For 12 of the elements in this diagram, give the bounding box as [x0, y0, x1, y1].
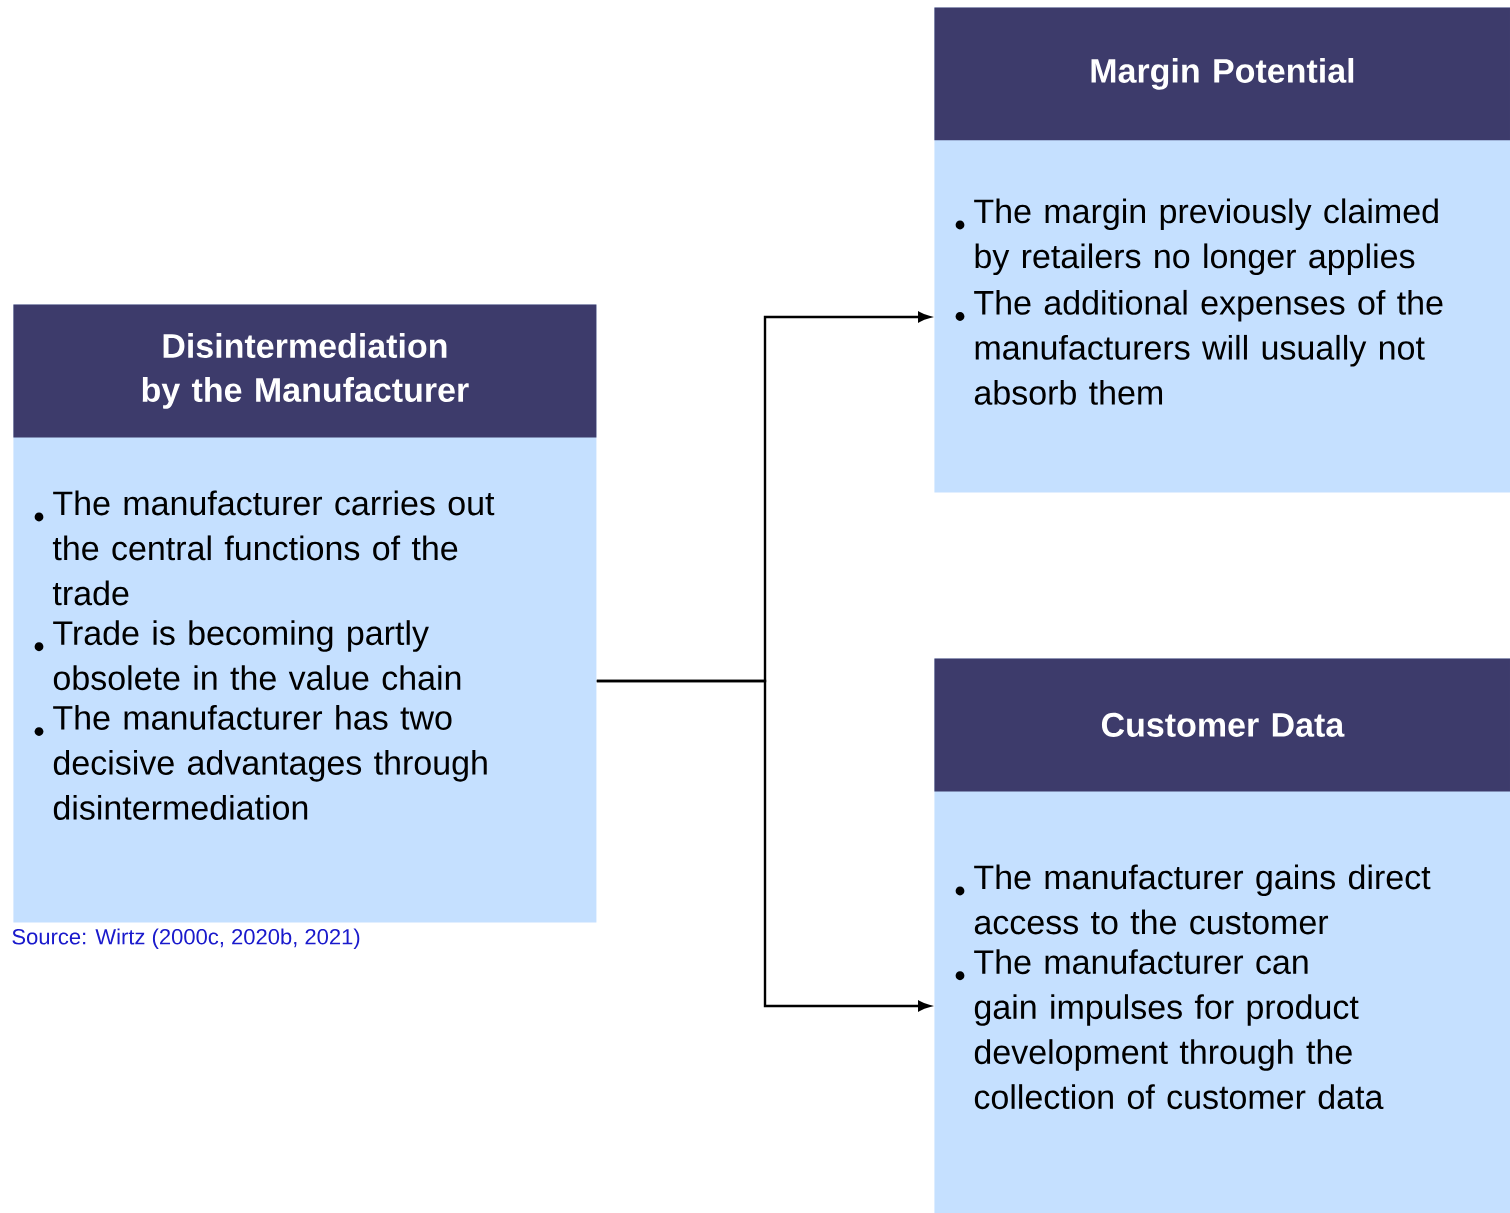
card-header: Customer Data — [934, 658, 1510, 792]
bullet-text: The manufacturer gains direct access to the customer — [974, 864, 1431, 935]
bullet-text: The manufacturer has two decisive advantages through disintermediation — [53, 704, 487, 820]
source-note: Source: Wirtz (2000c, 2020b, 2021) — [12, 928, 360, 949]
bullet-text: The additional expenses of the manufacturers will usually not absorb them — [974, 289, 1443, 405]
card-header: Margin Potential — [934, 7, 1510, 141]
bullet-text: The manufacturer can gain impulses for product development through the collection of customer data — [974, 949, 1384, 1110]
bullet-text: Trade is becoming partly obsolete in the value chain — [53, 620, 461, 691]
arrow — [596, 679, 931, 1012]
card-header: Disintermediation by the Manufacturer — [13, 304, 597, 438]
bullet-text: The margin previously claimed by retailers no longer applies — [974, 198, 1438, 276]
bullet-text: The manufacturer carries out the central functions of the trade — [52, 490, 495, 606]
